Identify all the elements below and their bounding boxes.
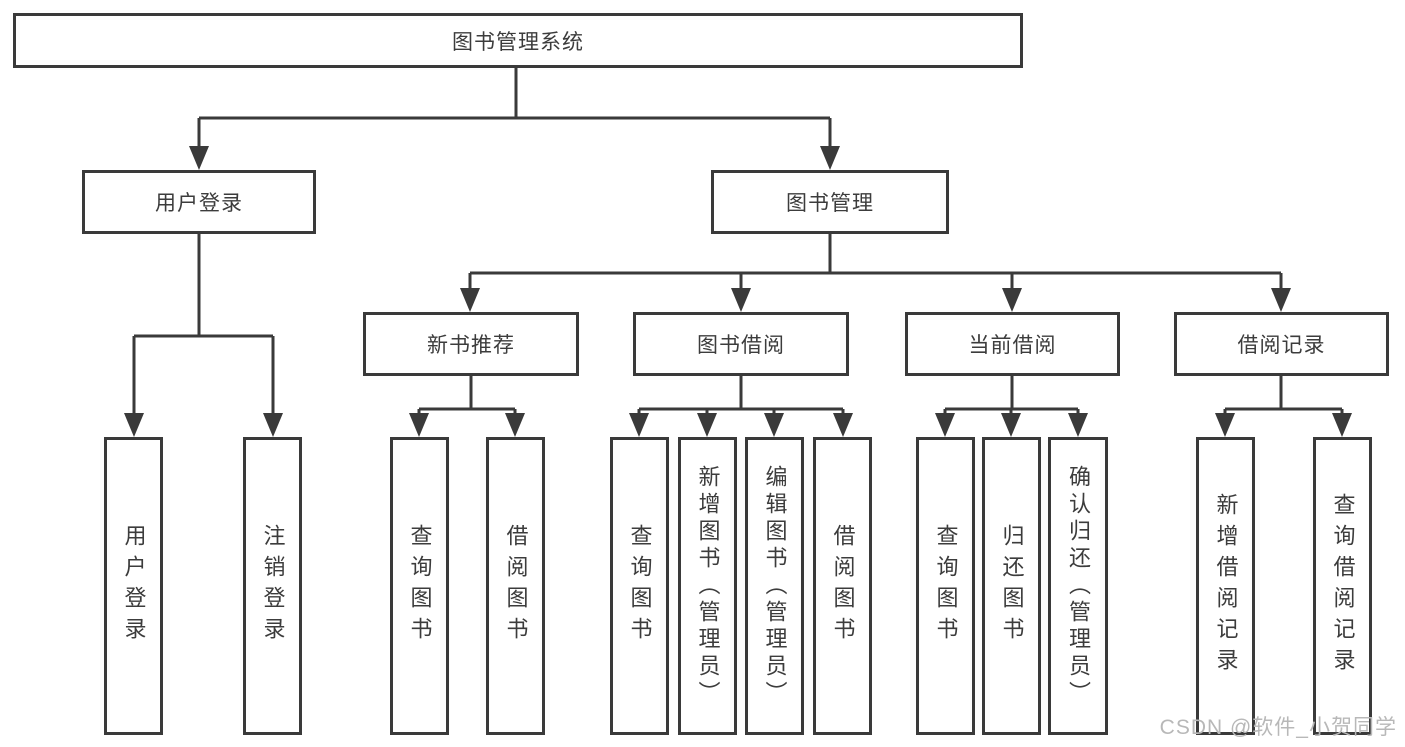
node-label: 图书管理系统 <box>452 30 584 54</box>
node-label: 确认归还（管理员） <box>1066 464 1091 708</box>
leaf-borrow-books-recommend: 借阅图书 <box>486 437 545 735</box>
leaf-add-borrow-record: 新增借阅记录 <box>1196 437 1255 735</box>
node-label: 用户登录 <box>155 192 243 215</box>
node-new-book-recommend: 新书推荐 <box>363 312 579 376</box>
leaf-add-books-admin: 新增图书（管理员） <box>678 437 737 735</box>
node-label: 查询借阅记录 <box>1330 493 1356 679</box>
leaf-query-books-recommend: 查询图书 <box>390 437 449 735</box>
node-label: 查询图书 <box>933 524 959 648</box>
node-label: 图书管理 <box>786 192 874 215</box>
leaf-user-login: 用户登录 <box>104 437 163 735</box>
leaf-confirm-return-admin: 确认归还（管理员） <box>1048 437 1108 735</box>
leaf-query-borrow-record: 查询借阅记录 <box>1313 437 1372 735</box>
node-book-management: 图书管理 <box>711 170 949 234</box>
node-label: 用户登录 <box>121 524 147 648</box>
node-current-borrow: 当前借阅 <box>905 312 1120 376</box>
node-label: 新书推荐 <box>427 334 515 357</box>
node-label: 归还图书 <box>999 524 1025 648</box>
node-label: 图书借阅 <box>697 334 785 357</box>
node-label: 查询图书 <box>627 524 653 648</box>
node-library-management-system: 图书管理系统 <box>13 13 1023 68</box>
leaf-query-books-current: 查询图书 <box>916 437 975 735</box>
node-label: 新增借阅记录 <box>1213 493 1239 679</box>
node-label: 查询图书 <box>407 524 433 648</box>
node-label: 借阅图书 <box>830 524 856 648</box>
leaf-return-books: 归还图书 <box>982 437 1041 735</box>
leaf-edit-books-admin: 编辑图书（管理员） <box>745 437 804 735</box>
node-label: 编辑图书（管理员） <box>762 464 788 708</box>
node-label: 借阅图书 <box>503 524 529 648</box>
node-borrow-records: 借阅记录 <box>1174 312 1389 376</box>
node-label: 借阅记录 <box>1237 334 1326 357</box>
node-book-borrow: 图书借阅 <box>633 312 849 376</box>
node-user-login: 用户登录 <box>82 170 316 234</box>
node-label: 当前借阅 <box>968 334 1057 357</box>
node-label: 注销登录 <box>260 524 286 648</box>
node-label: 新增图书（管理员） <box>695 464 721 708</box>
csdn-watermark: CSDN @软件_小贺同学 <box>1159 716 1397 739</box>
leaf-query-books-borrow: 查询图书 <box>610 437 669 735</box>
leaf-logout: 注销登录 <box>243 437 302 735</box>
leaf-borrow-books: 借阅图书 <box>813 437 872 735</box>
